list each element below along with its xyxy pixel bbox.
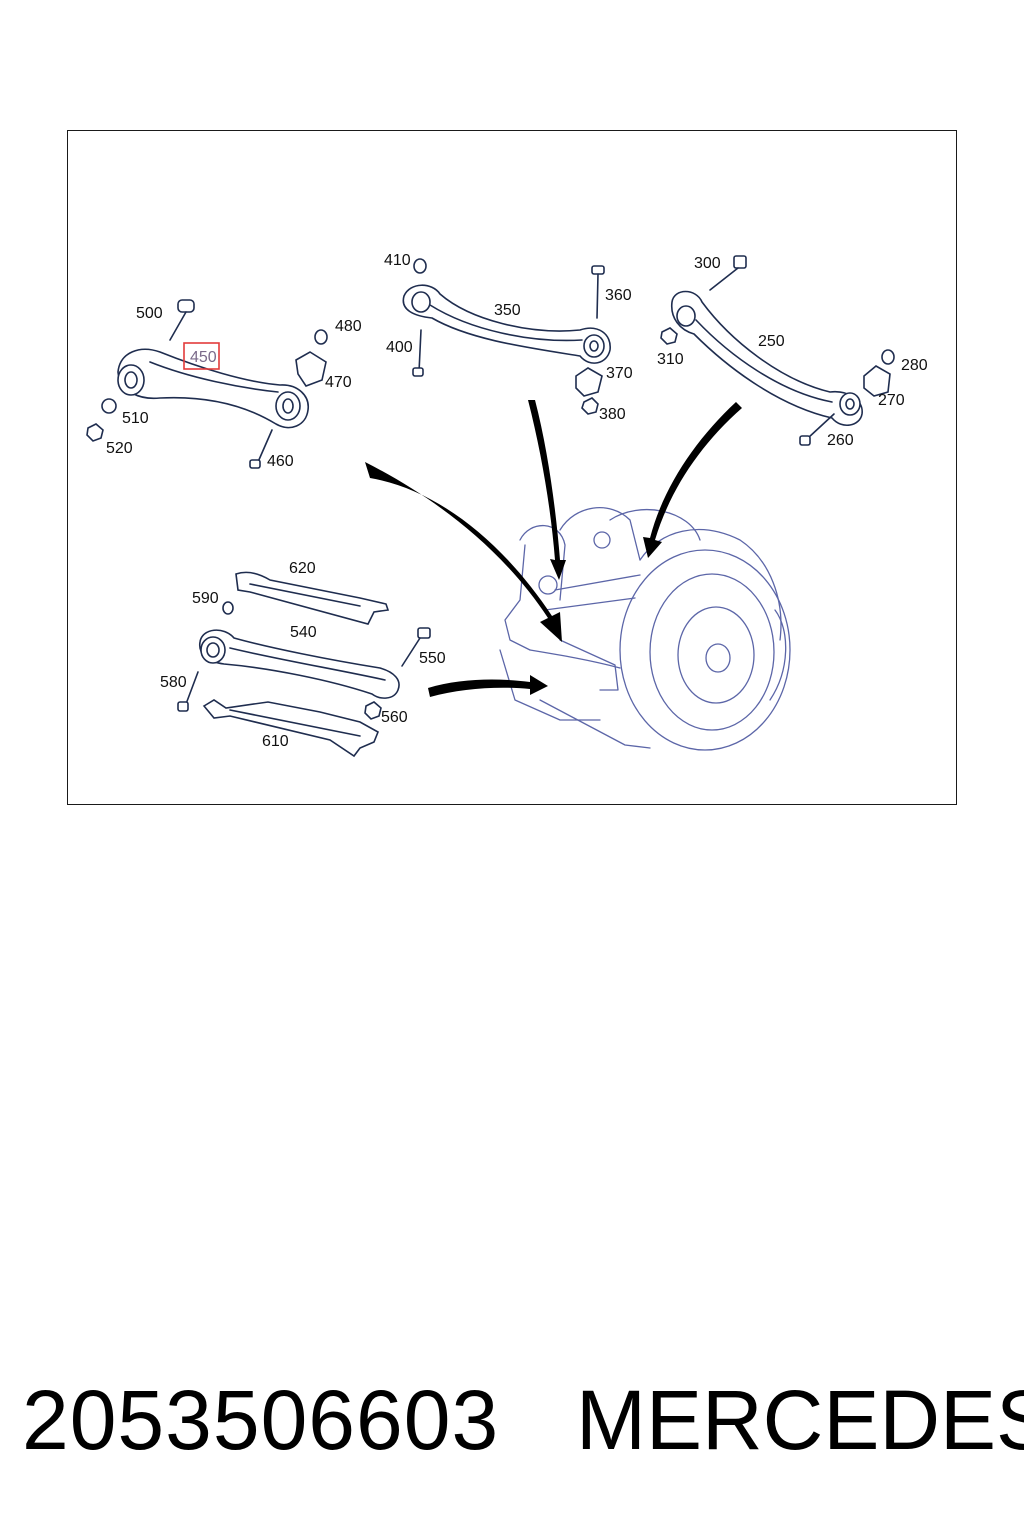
- label-620: 620: [289, 560, 316, 577]
- label-410: 410: [384, 252, 411, 269]
- label-580: 580: [160, 674, 187, 691]
- label-540: 540: [290, 624, 317, 641]
- label-360: 360: [605, 287, 632, 304]
- lower-arm-group: [177, 571, 431, 758]
- label-400: 400: [386, 339, 413, 356]
- part-labels: 500 450 480 470 510 520 460 410 350 360 …: [106, 252, 928, 750]
- label-370: 370: [606, 365, 633, 382]
- label-260: 260: [827, 432, 854, 449]
- label-470: 470: [325, 374, 352, 391]
- label-590: 590: [192, 590, 219, 607]
- label-550: 550: [419, 650, 446, 667]
- control-arm-350: [402, 258, 611, 415]
- diagram-frame: [67, 130, 957, 805]
- label-300: 300: [694, 255, 721, 272]
- label-460: 460: [267, 453, 294, 470]
- label-310: 310: [657, 351, 684, 368]
- control-arm-450: [86, 299, 328, 469]
- wheel-hub-assembly: [499, 507, 791, 751]
- label-500: 500: [136, 305, 163, 322]
- arrow-to-hub-right: [643, 402, 742, 558]
- arrow-to-hub-bottom: [428, 675, 548, 697]
- brand-name: MERCEDES: [576, 1373, 1024, 1467]
- part-number: 2053506603: [22, 1373, 500, 1467]
- label-560: 560: [381, 709, 408, 726]
- control-arm-250: [660, 255, 895, 446]
- label-510: 510: [122, 410, 149, 427]
- label-250: 250: [758, 333, 785, 350]
- label-270: 270: [878, 392, 905, 409]
- highlight-box: [183, 342, 220, 370]
- label-610: 610: [262, 733, 289, 750]
- arrow-to-hub-middle: [528, 400, 566, 580]
- label-450: 450: [190, 349, 217, 366]
- arrow-to-hub-left: [365, 462, 562, 642]
- label-280: 280: [901, 357, 928, 374]
- footer: 2053506603 MERCEDES: [0, 1370, 1024, 1470]
- label-380: 380: [599, 406, 626, 423]
- label-520: 520: [106, 440, 133, 457]
- label-480: 480: [335, 318, 362, 335]
- label-350: 350: [494, 302, 521, 319]
